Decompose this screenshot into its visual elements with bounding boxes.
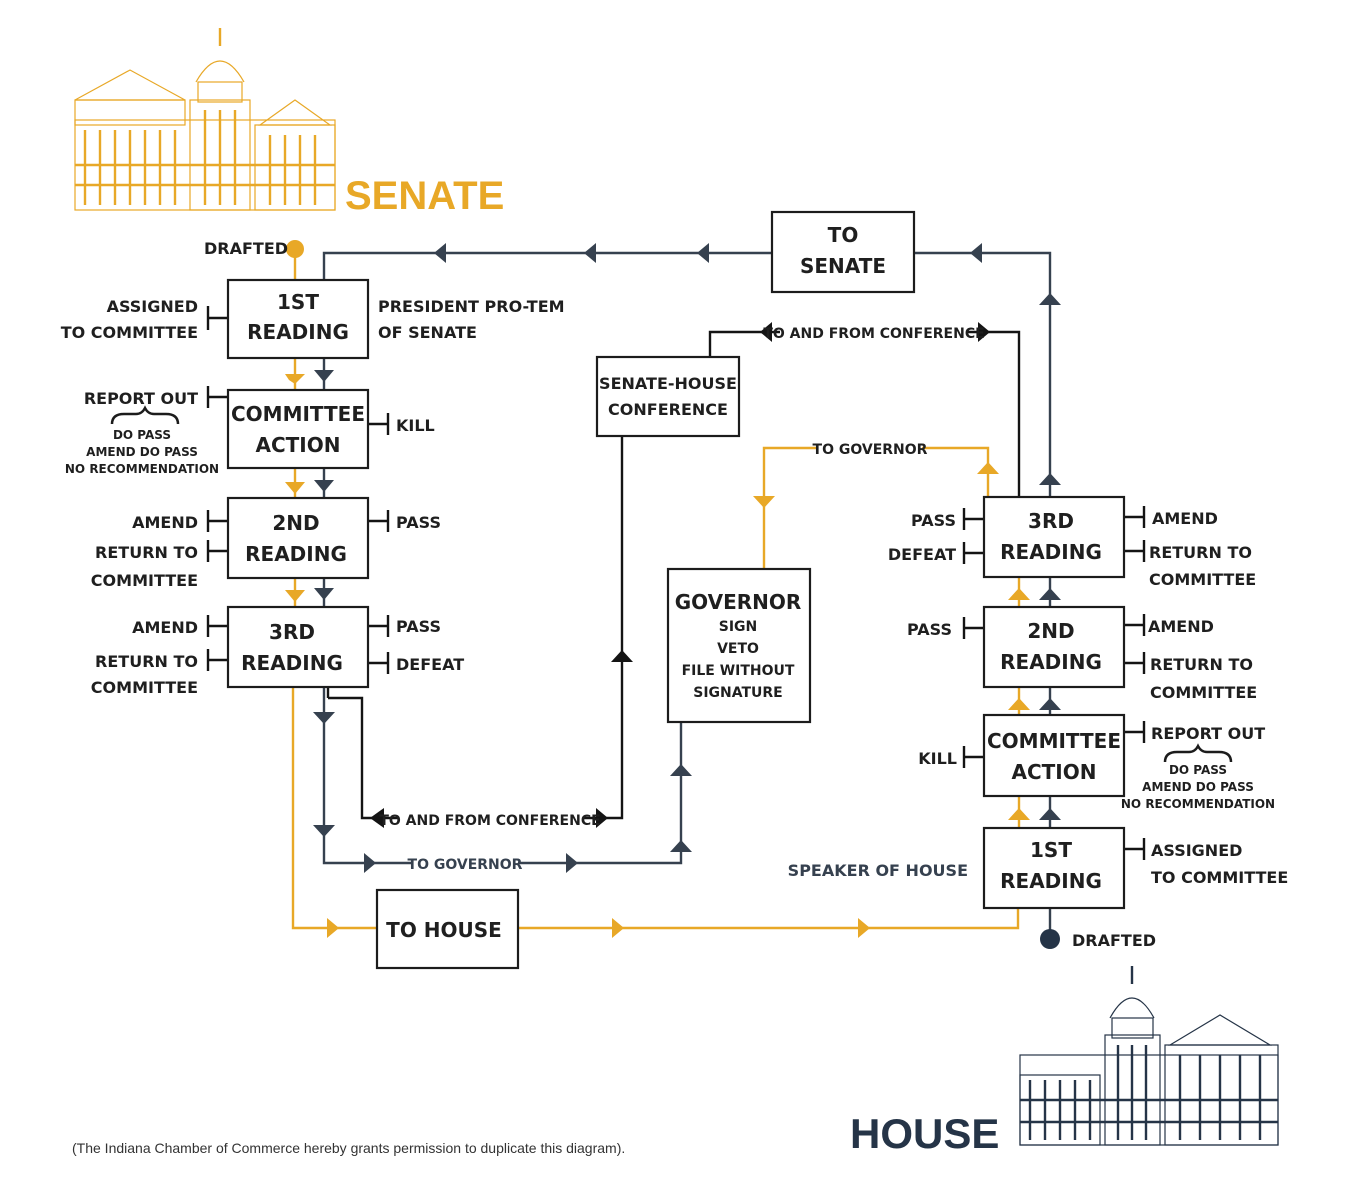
house-assigned-l1: ASSIGNED xyxy=(1151,841,1242,860)
senate-first-reading-box: 1ST READING xyxy=(226,278,370,360)
senate-third-reading-l1: 3RD xyxy=(269,620,315,644)
conference-l1: SENATE-HOUSE xyxy=(599,374,737,393)
house-report-brace xyxy=(1163,743,1233,763)
house-return-3-l1: RETURN TO xyxy=(1149,543,1252,562)
senate-report-brace xyxy=(110,405,180,425)
conference-bottom-label-bg xyxy=(398,808,584,828)
senate-committee-action-l1: COMMITTEE xyxy=(231,402,365,426)
house-capitol-illustration xyxy=(1019,966,1279,1146)
senate-report-option-2: AMEND DO PASS xyxy=(86,445,198,459)
senate-capitol-illustration xyxy=(74,28,336,211)
conference-l2: CONFERENCE xyxy=(608,400,728,419)
house-committee-action-l1: COMMITTEE xyxy=(987,729,1121,753)
house-first-reading-box: 1ST READING xyxy=(982,826,1126,910)
house-second-reading-box: 2ND READING xyxy=(982,605,1126,689)
house-first-reading-l2: READING xyxy=(1000,869,1102,893)
house-title: HOUSE xyxy=(850,1110,999,1157)
governor-bottom-label: TO GOVERNOR xyxy=(408,857,523,873)
to-house-box: TO HOUSE xyxy=(375,888,520,970)
governor-bottom-label-bg xyxy=(412,853,518,873)
senate-president-l1: PRESIDENT PRO-TEM xyxy=(378,297,565,316)
governor-title: GOVERNOR xyxy=(675,590,802,614)
house-drafted-label: DRAFTED xyxy=(1072,931,1156,950)
senate-return-3-l2: COMMITTEE xyxy=(91,678,198,697)
senate-return-3-l1: RETURN TO xyxy=(95,652,198,671)
senate-kill: KILL xyxy=(396,416,435,435)
house-return-3-l2: COMMITTEE xyxy=(1149,570,1256,589)
house-third-reading-box: 3RD READING xyxy=(982,495,1126,579)
governor-box: GOVERNOR SIGN VETO FILE WITHOUT SIGNATUR… xyxy=(666,567,812,724)
house-kill: KILL xyxy=(918,749,957,768)
to-house-label: TO HOUSE xyxy=(386,918,502,942)
house-assigned-l2: TO COMMITTEE xyxy=(1151,868,1288,887)
house-report-option-3: NO RECOMMENDATION xyxy=(1121,797,1275,811)
senate-amend-2: AMEND xyxy=(132,513,198,532)
house-amend-2: AMEND xyxy=(1148,617,1214,636)
senate-second-reading-l2: READING xyxy=(245,542,347,566)
house-second-reading-l1: 2ND xyxy=(1027,619,1074,643)
house-speaker-label: SPEAKER OF HOUSE xyxy=(788,861,968,880)
senate-pass-2: PASS xyxy=(396,513,441,532)
house-return-2-l1: RETURN TO xyxy=(1150,655,1253,674)
senate-committee-action-l2: ACTION xyxy=(256,433,341,457)
house-second-reading-l2: READING xyxy=(1000,650,1102,674)
credit-note: (The Indiana Chamber of Commerce hereby … xyxy=(72,1140,625,1156)
senate-third-reading-box: 3RD READING xyxy=(226,605,370,689)
senate-return-2-l1: RETURN TO xyxy=(95,543,198,562)
senate-title: SENATE xyxy=(345,174,504,218)
senate-first-reading-l1: 1ST xyxy=(277,290,319,314)
conference-box: SENATE-HOUSE CONFERENCE xyxy=(595,355,741,438)
house-drafted-dot xyxy=(1040,929,1060,949)
house-pass-3: PASS xyxy=(911,511,956,530)
senate-amend-3: AMEND xyxy=(132,618,198,637)
senate-assigned-l1: ASSIGNED xyxy=(107,297,198,316)
governor-top-label-bg xyxy=(818,438,922,458)
to-senate-box: TO SENATE xyxy=(770,210,916,294)
to-senate-l1: TO xyxy=(828,223,859,247)
house-report-out: REPORT OUT xyxy=(1151,724,1265,743)
senate-committee-action-box: COMMITTEE ACTION xyxy=(226,388,370,470)
house-committee-action-box: COMMITTEE ACTION xyxy=(982,713,1126,798)
senate-return-2-l2: COMMITTEE xyxy=(91,571,198,590)
senate-president-l2: OF SENATE xyxy=(378,323,477,342)
house-defeat-3: DEFEAT xyxy=(888,545,956,564)
senate-pass-3: PASS xyxy=(396,617,441,636)
conference-bottom-label: TO AND FROM CONFERENCE xyxy=(379,813,600,829)
house-third-reading-l1: 3RD xyxy=(1028,509,1074,533)
governor-option-2: VETO xyxy=(717,641,759,657)
governor-option-4: SIGNATURE xyxy=(693,685,783,701)
governor-option-3: FILE WITHOUT xyxy=(682,663,795,679)
senate-assigned-l2: TO COMMITTEE xyxy=(61,323,198,342)
conference-top-label-bg xyxy=(780,322,968,342)
conference-top-label: TO AND FROM CONFERENCE xyxy=(763,326,984,342)
senate-report-out: REPORT OUT xyxy=(84,389,198,408)
senate-first-reading-l2: READING xyxy=(247,320,349,344)
governor-option-1: SIGN xyxy=(719,619,758,635)
senate-report-option-1: DO PASS xyxy=(113,428,171,442)
senate-second-reading-box: 2ND READING xyxy=(226,496,370,580)
senate-defeat-3: DEFEAT xyxy=(396,655,464,674)
flow-arrows xyxy=(285,243,1061,938)
house-report-option-1: DO PASS xyxy=(1169,763,1227,777)
senate-report-option-3: NO RECOMMENDATION xyxy=(65,462,219,476)
senate-third-reading-l2: READING xyxy=(241,651,343,675)
house-report-option-2: AMEND DO PASS xyxy=(1142,780,1254,794)
to-senate-l2: SENATE xyxy=(800,254,886,278)
senate-drafted-dot xyxy=(286,240,304,258)
house-amend-3: AMEND xyxy=(1152,509,1218,528)
senate-second-reading-l1: 2ND xyxy=(272,511,319,535)
house-return-2-l2: COMMITTEE xyxy=(1150,683,1257,702)
house-pass-2: PASS xyxy=(907,620,952,639)
house-third-reading-l2: READING xyxy=(1000,540,1102,564)
house-first-reading-l1: 1ST xyxy=(1030,838,1072,862)
governor-top-label: TO GOVERNOR xyxy=(813,442,928,458)
house-committee-action-l2: ACTION xyxy=(1012,760,1097,784)
senate-drafted-label: DRAFTED xyxy=(204,239,288,258)
